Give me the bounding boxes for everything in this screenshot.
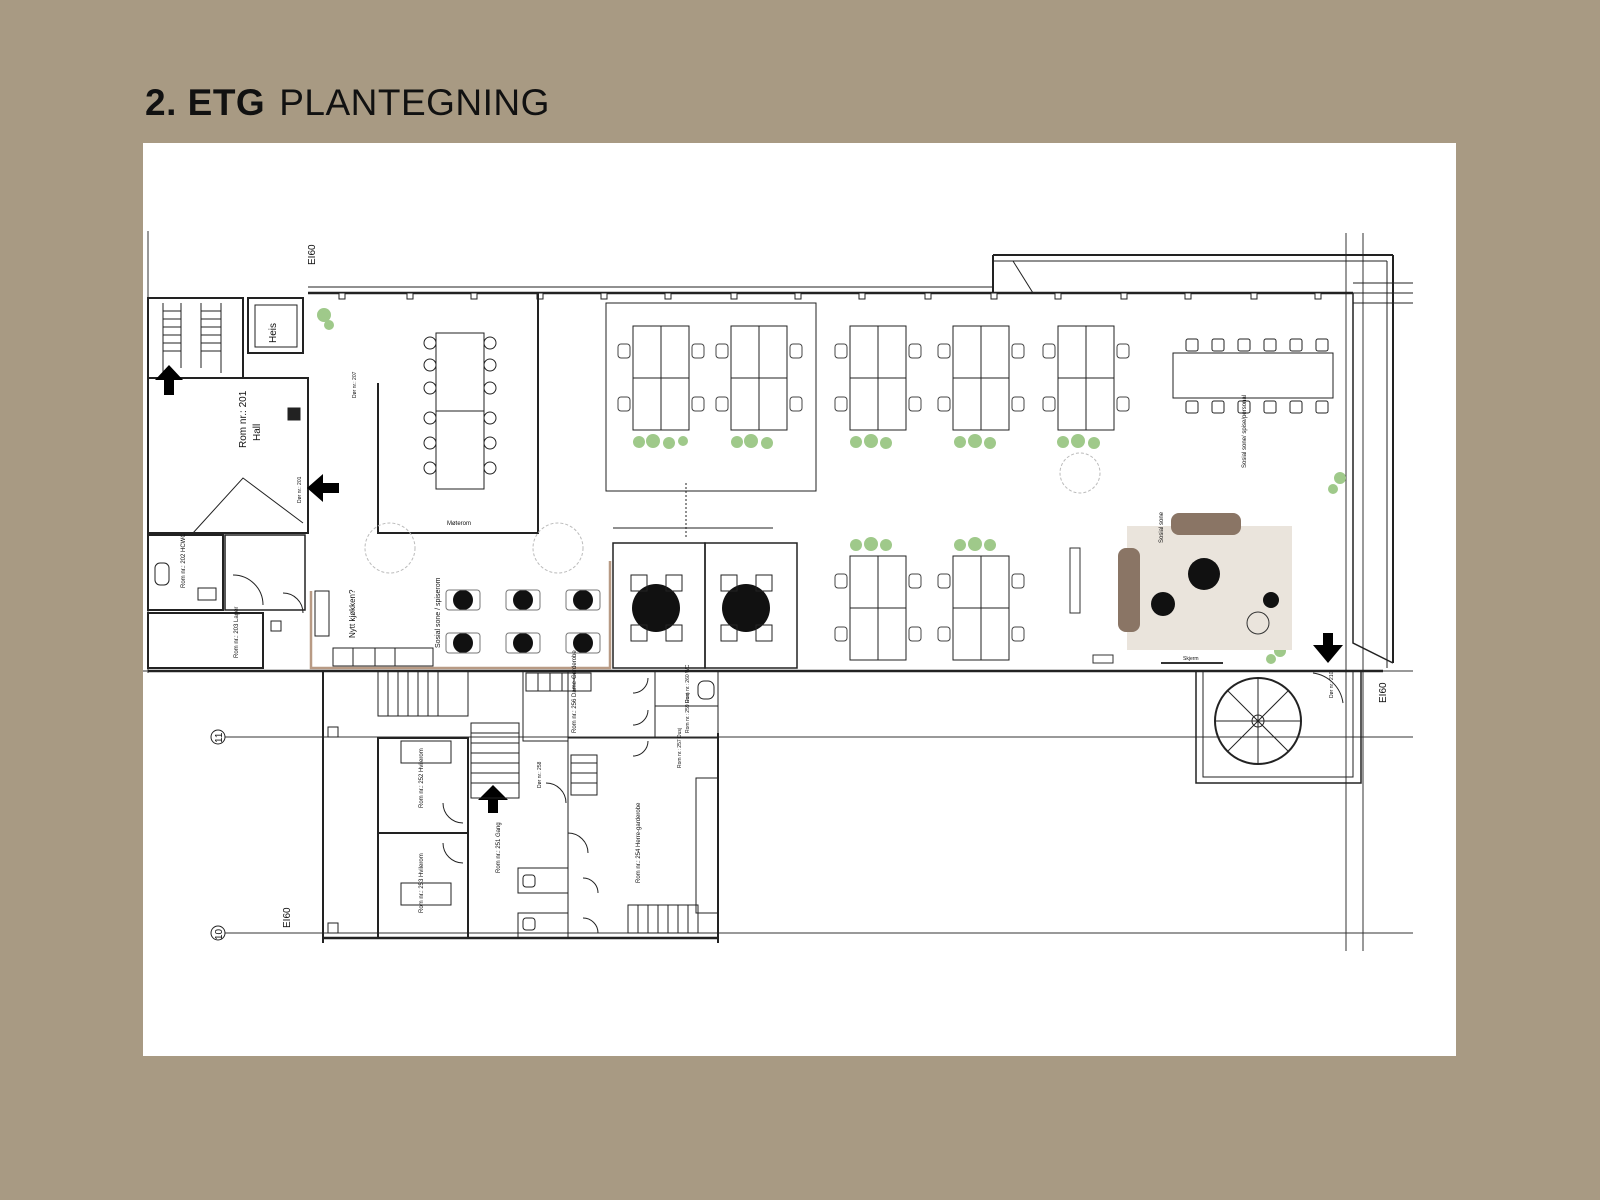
arrow-left-hall-icon <box>307 474 339 502</box>
room-253-label: Rom nr.: 253 Hvilerom <box>419 853 425 913</box>
social-personal-label: Sosial sone/ spise/personal <box>1242 395 1248 468</box>
stair-core <box>147 297 309 534</box>
room-252-label: Rom nr.: 252 Hvilerom <box>419 748 425 808</box>
floor-plan-drawing: Heis Rom nr.: 201 Hall EI60 Rom nr.: 202… <box>143 231 1413 951</box>
floor-label: 2. ETG <box>145 82 266 123</box>
lower-rooms <box>377 670 719 939</box>
page-title: 2. ETG PLANTEGNING <box>145 82 550 124</box>
door-210-label: Dør nr.: 210 <box>1329 671 1335 698</box>
desk-cluster-2 <box>730 325 788 431</box>
door-201-label: Dør nr.: 201 <box>297 476 303 503</box>
room-251-label: Rom nr.: 251 Gang <box>496 822 502 873</box>
long-table <box>1059 338 1334 494</box>
desk-cluster-6 <box>849 555 907 661</box>
ei60-right-label: EI60 <box>1378 682 1389 703</box>
room-256-label: Rom nr.: 256 Dame-Garderobe <box>572 650 578 733</box>
ei60-top-label: EI60 <box>307 244 318 265</box>
room-201-label: Rom nr.: 201 <box>238 390 249 448</box>
entry-arrows <box>155 365 1343 813</box>
grid-axis-markers <box>210 729 226 941</box>
room-203-label: Rom nr.: 203 Lager <box>234 607 240 658</box>
floor-plan-sheet: Heis Rom nr.: 201 Hall EI60 Rom nr.: 202… <box>143 143 1456 1056</box>
desk-cluster-5 <box>1057 325 1115 431</box>
plants <box>317 308 1346 664</box>
arrow-up-stair2-icon <box>478 785 508 813</box>
kitchen-label: Nytt kjøkken? <box>348 589 357 638</box>
room-201-name: Hall <box>252 424 263 441</box>
workstation-zone <box>605 302 1130 661</box>
arrow-down-exit-icon <box>1313 645 1343 663</box>
room-254-label: Rom nr.: 254 Herre-garderobe <box>636 802 642 883</box>
heis-label: Heis <box>268 323 279 343</box>
door-258-label: Dør nr.: 258 <box>537 761 543 788</box>
focus-rooms <box>612 483 798 669</box>
wc-block <box>147 534 306 669</box>
ei60-left-label: EI60 <box>282 907 293 928</box>
room-260-label: Rom nr.: 260 WC <box>685 664 691 703</box>
spiral-stair <box>1195 670 1362 784</box>
grid-10-label: 10 <box>214 928 225 940</box>
desk-cluster-1 <box>632 325 690 431</box>
social-dining-label: Sosial sone / spiserom <box>435 577 442 648</box>
room-202-label: Rom nr.: 202 HCWC <box>181 533 187 588</box>
desk-cluster-4 <box>952 325 1010 431</box>
room-259-label: Rom nr.: 259 Dusj <box>685 693 691 733</box>
grid-11-label: 11 <box>214 732 225 743</box>
door-207-label: Dør nr.: 207 <box>352 371 358 398</box>
desk-cluster-7 <box>952 555 1010 661</box>
meeting-room-label: Møterom <box>447 521 471 527</box>
lounge-area <box>1069 513 1292 664</box>
desk-cluster-3 <box>849 325 907 431</box>
plan-subtitle: PLANTEGNING <box>279 82 550 123</box>
social-zone-label: Sosial sone <box>1159 511 1165 543</box>
room-257-label: Rom nr.: 257 Dusj <box>677 728 683 768</box>
column-markers <box>327 292 1322 934</box>
arrow-up-stair-icon <box>155 365 183 395</box>
screen-label: Skjerm <box>1183 656 1199 662</box>
meeting-room <box>377 293 539 534</box>
kitchen-social-zone <box>309 522 612 670</box>
